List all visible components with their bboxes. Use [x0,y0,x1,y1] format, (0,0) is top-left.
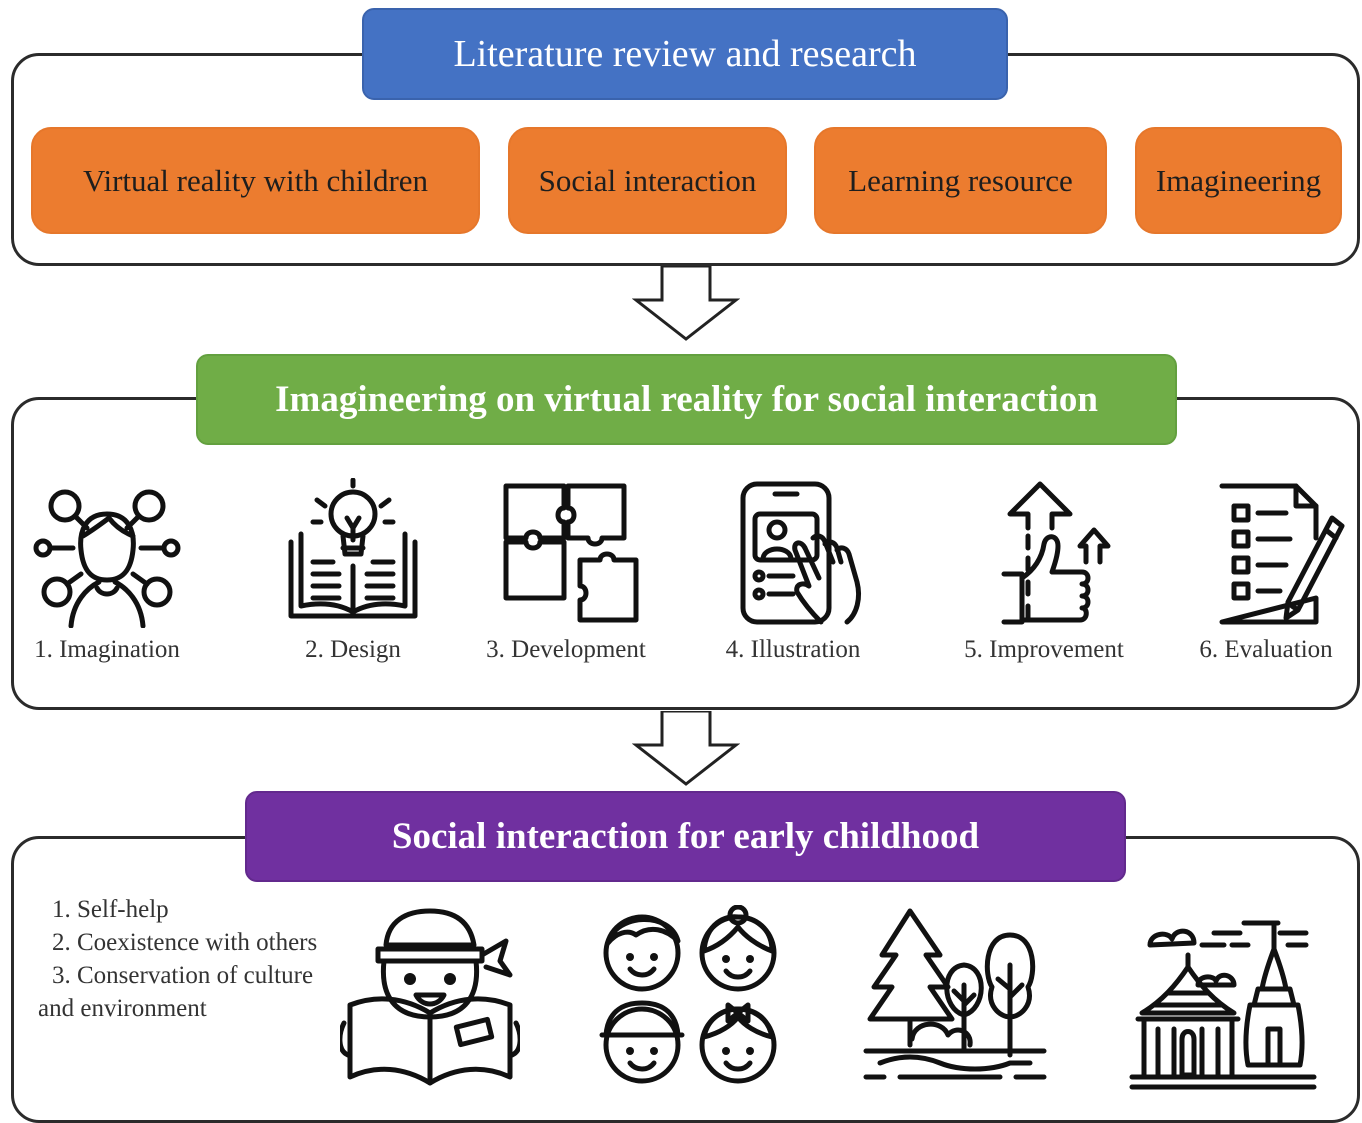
topic-label: Imagineering [1155,162,1322,198]
checklist-pencil-icon [1219,483,1345,625]
literature-heading: Literature review and research [362,8,1008,100]
step-label: 5. Improvement [964,636,1124,663]
topic-label: Virtual reality with children [82,162,429,198]
step-development: 3. Development [466,478,666,664]
nature-trees-icon [863,908,1047,1080]
goal-item: and environment [38,995,207,1022]
step-label: 1. Imagination [34,636,180,663]
step-design: 2. Design [253,478,453,664]
child-reading-icon [340,908,520,1086]
topic-label: Social interaction [538,162,757,198]
imagineering-section-frame [11,397,1360,710]
step-improvement: 5. Improvement [944,478,1144,664]
children-faces-icon [599,905,777,1084]
imagineering-heading: Imagineering on virtual reality for soci… [196,354,1177,445]
thai-temple-icon [1129,920,1317,1090]
step-label: 3. Development [486,636,646,663]
step-label: 2. Design [305,636,401,663]
down-arrow-icon [632,711,740,786]
thumbs-up-arrows-icon [1001,481,1111,625]
imagination-icon [33,489,181,628]
step-imagination: 1. Imagination [7,478,207,664]
step-label: 4. Illustration [725,636,861,663]
down-arrow-icon [632,266,740,341]
goal-item: 2. Coexistence with others [52,929,318,956]
childhood-heading-text: Social interaction for early childhood [391,816,980,857]
literature-heading-text: Literature review and research [453,33,917,75]
step-label: 6. Evaluation [1199,636,1333,663]
puzzle-icon [503,483,639,623]
topic-label: Learning resource [848,162,1073,198]
imagineering-heading-text: Imagineering on virtual reality for soci… [275,379,1098,420]
goals-list: 1. Self-help 2. Coexistence with others … [38,893,317,1025]
lightbulb-book-icon [288,478,418,619]
topic-imagineering: Imagineering [1135,127,1342,234]
topic-virtual-reality: Virtual reality with children [31,127,480,234]
goal-item: 1. Self-help [52,896,169,923]
childhood-heading: Social interaction for early childhood [245,791,1126,882]
step-illustration: 4. Illustration [693,478,893,664]
topic-social-interaction: Social interaction [508,127,787,234]
topic-learning-resource: Learning resource [814,127,1107,234]
phone-touch-icon [740,481,862,625]
step-evaluation: 6. Evaluation [1166,478,1362,664]
goal-item: 3. Conservation of culture [52,962,314,989]
